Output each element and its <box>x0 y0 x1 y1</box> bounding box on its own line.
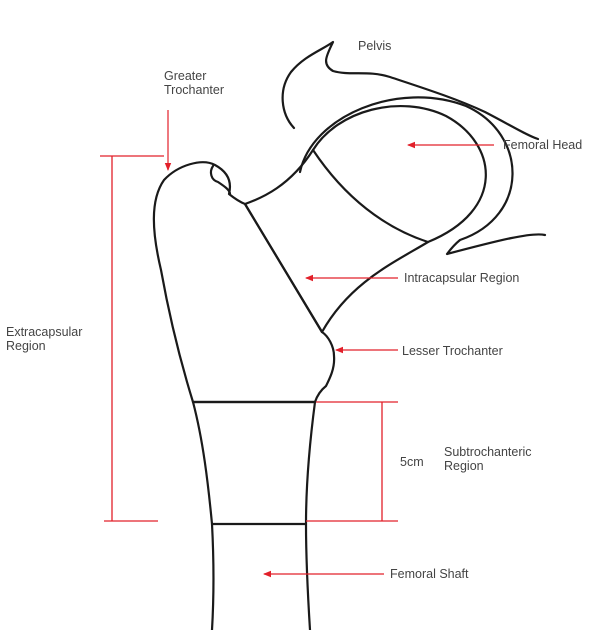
femoral-shaft <box>212 524 214 630</box>
subtrochanteric-region-label-line2: Region <box>444 459 484 473</box>
femoral-head <box>313 106 486 242</box>
femoral-shaft-right-edge <box>306 524 310 630</box>
greater-trochanter-label-line2: Trochanter <box>164 83 224 97</box>
extracapsular-region-label-line1: Extracapsular <box>6 325 82 339</box>
pelvis-outline <box>283 42 538 139</box>
five-cm-label: 5cm <box>400 455 424 469</box>
femoral-head-label: Femoral Head <box>503 138 582 152</box>
acetabulum-socket <box>300 97 545 254</box>
intracapsular-region <box>245 150 428 332</box>
pelvis-label: Pelvis <box>358 39 391 53</box>
lesser-trochanter-label: Lesser Trochanter <box>402 344 503 358</box>
greater-trochanter-label-line1: Greater <box>164 69 206 83</box>
femoral-shaft-label: Femoral Shaft <box>390 567 469 581</box>
subtrochanteric-region-label-line1: Subtrochanteric <box>444 445 532 459</box>
extracapsular-region <box>154 162 334 402</box>
intracapsular-region-label: Intracapsular Region <box>404 271 519 285</box>
extracapsular-region-label-line2: Region <box>6 339 46 353</box>
subtrochanteric-region <box>193 402 315 524</box>
greater-trochanter-notch <box>211 166 230 194</box>
